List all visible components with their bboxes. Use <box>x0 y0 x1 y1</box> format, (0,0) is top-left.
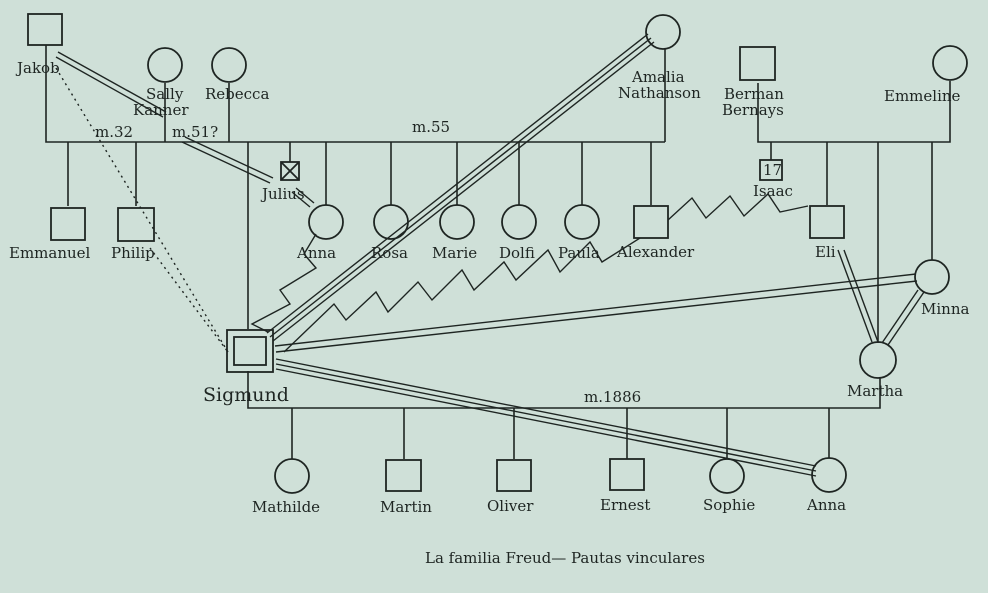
emmeline-symbol <box>932 45 968 81</box>
label-ernest: Ernest <box>600 496 650 514</box>
rosa-symbol <box>373 204 409 240</box>
sally-symbol <box>147 47 183 83</box>
label-sigmund: Sigmund <box>203 384 289 406</box>
very-close-sigmund-anna <box>275 358 817 467</box>
close-jakob-sally <box>57 51 167 113</box>
sigmund-symbol <box>226 329 274 373</box>
marie-symbol <box>439 204 475 240</box>
close-minna-sigmund <box>274 273 917 347</box>
label-martin: Martin <box>380 498 432 516</box>
ernest-symbol <box>609 458 645 491</box>
family-lines <box>45 45 951 459</box>
minna-symbol <box>914 259 950 295</box>
label-sally: Sally <box>146 85 184 103</box>
label-martha: Martha <box>847 382 903 400</box>
anna1-symbol <box>308 204 344 240</box>
label-emmanuel: Emmanuel <box>9 244 91 262</box>
label-kanner: Kanner <box>133 101 189 119</box>
very-close-amalia-sigmund <box>266 33 649 334</box>
relationship-lines <box>55 33 925 477</box>
label-dolfi: Dolfi <box>499 244 535 262</box>
label-berman: Berman <box>724 85 784 103</box>
conflict-anna-sigmund <box>250 233 318 333</box>
person-symbols <box>27 13 968 494</box>
distant-jakob-sigmund <box>55 67 229 353</box>
label-nathanson: Nathanson <box>618 84 701 102</box>
mathilde-symbol <box>274 458 310 494</box>
label-alexander: Alexander <box>616 243 695 261</box>
label-bernays: Bernays <box>722 101 784 119</box>
label-emmeline: Emmeline <box>884 87 961 105</box>
paula-symbol <box>564 204 600 240</box>
distant-philip-sigmund <box>149 247 229 353</box>
label-anna2: Anna <box>806 496 846 514</box>
martin-symbol <box>385 459 422 492</box>
conflict-alexander-sigmund <box>283 237 641 353</box>
label-eli: Eli <box>815 243 836 261</box>
emmanuel-symbol <box>50 207 86 241</box>
julius-symbol <box>280 161 300 181</box>
philip-symbol <box>117 207 155 242</box>
person-labels: Jakob Sally Kanner Rebecca Amalia Nathan… <box>9 59 969 516</box>
label-minna: Minna <box>921 300 969 318</box>
label-isaac-age: 17 <box>763 161 782 179</box>
figure-caption: La familia Freud— Pautas vinculares <box>425 549 705 567</box>
label-paula: Paula <box>558 244 600 262</box>
dolfi-symbol <box>501 204 537 240</box>
label-amalia: Amalia <box>631 68 685 86</box>
label-rebecca: Rebecca <box>205 85 269 103</box>
eli-symbol <box>809 205 845 239</box>
label-philip: Philip <box>111 244 155 262</box>
sophie-symbol <box>709 458 745 494</box>
rebecca-symbol <box>211 47 247 83</box>
oliver-symbol <box>496 459 532 492</box>
jakob-symbol <box>27 13 63 46</box>
label-anna1: Anna <box>296 244 336 262</box>
alexander-symbol <box>633 205 669 239</box>
label-marie: Marie <box>432 244 477 262</box>
close-eli-martha <box>837 249 873 343</box>
conflict-eli-alexander <box>667 192 809 221</box>
martha-symbol <box>859 341 897 379</box>
label-m1886: m.1886 <box>584 388 641 406</box>
amalia-symbol <box>645 14 681 50</box>
anna2-symbol <box>811 457 847 493</box>
berman-symbol <box>739 46 776 81</box>
close-minna-martha <box>881 289 919 344</box>
label-m55: m.55 <box>412 118 450 136</box>
label-m51: m.51? <box>172 123 218 141</box>
isaac-symbol <box>759 159 783 181</box>
label-julius: Julius <box>260 185 305 203</box>
label-sophie: Sophie <box>703 496 755 514</box>
label-m32: m.32 <box>95 123 133 141</box>
label-mathilde: Mathilde <box>252 498 320 516</box>
label-rosa: Rosa <box>371 244 408 262</box>
label-jakob: Jakob <box>15 59 60 77</box>
label-oliver: Oliver <box>487 497 534 515</box>
label-isaac: Isaac <box>753 182 793 200</box>
